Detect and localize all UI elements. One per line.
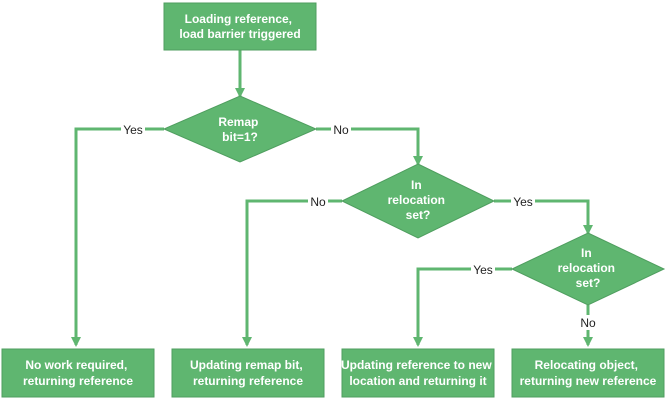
decision-relocation-1-line-1: In (411, 178, 422, 192)
label-reloc2-yes: Yes (473, 263, 493, 277)
decision-remap: Remap bit=1? (162, 95, 318, 163)
decision-relocation-2: In relocation set? (510, 232, 666, 306)
node-no-work: No work required, returning reference (1, 348, 155, 398)
edge-reloc1-no-to-update-remap (242, 199, 342, 347)
edge-labels: Yes No No Yes Yes No (121, 122, 598, 330)
decision-relocation-1: In relocation set? (340, 163, 496, 239)
edge-reloc2-yes-to-update-reference (413, 267, 512, 347)
node-update-remap-line-2: returning reference (193, 374, 303, 388)
decision-relocation-2-line-3: set? (576, 276, 601, 290)
label-reloc1-no: No (310, 195, 326, 209)
decision-remap-line-2: bit=1? (222, 130, 258, 144)
node-relocate-object-line-1: Relocating object, (535, 358, 638, 372)
node-start-line-1: Loading reference, (185, 12, 292, 26)
node-no-work-line-2: returning reference (23, 374, 133, 388)
svg-text:Remap bit=1?: Remap bit=1? (218, 115, 261, 144)
decision-relocation-2-line-1: In (581, 246, 592, 260)
edge-remap-yes-to-no-work (71, 127, 164, 347)
node-relocate-object: Relocating object, returning new referen… (511, 348, 665, 398)
svg-text:Relocating object, retur: Relocating object, returning new referen… (520, 358, 657, 388)
svg-text:Loading reference, load: Loading reference, load barrier triggere… (179, 12, 300, 41)
node-start-line-2: load barrier triggered (179, 27, 300, 41)
node-update-reference-line-2: location and returning it (349, 374, 486, 388)
svg-text:Updating reference to new: Updating reference to new location and r… (341, 358, 495, 388)
node-start: Loading reference, load barrier triggere… (163, 2, 317, 51)
label-remap-no: No (333, 123, 349, 137)
label-remap-yes: Yes (123, 123, 143, 137)
node-no-work-line-1: No work required, (25, 358, 127, 372)
label-reloc2-no: No (580, 316, 596, 330)
svg-text:Updating remap bit, retu: Updating remap bit, returning reference (190, 358, 306, 388)
decision-relocation-2-line-2: relocation (558, 261, 615, 275)
svg-text:No work required, return: No work required, returning reference (23, 358, 133, 388)
decision-relocation-1-line-2: relocation (388, 193, 445, 207)
node-update-reference: Updating reference to new location and r… (341, 348, 495, 398)
node-update-reference-line-1: Updating reference to new (341, 358, 492, 372)
svg-text:In relocation set?: In relocation set? (388, 178, 449, 222)
node-update-remap-line-1: Updating remap bit, (190, 358, 303, 372)
node-update-remap: Updating remap bit, returning reference (171, 348, 325, 398)
decision-relocation-1-line-3: set? (406, 208, 431, 222)
decision-remap-line-1: Remap (218, 115, 258, 129)
label-reloc1-yes: Yes (513, 195, 533, 209)
node-relocate-object-line-2: returning new reference (520, 374, 657, 388)
svg-text:In relocation set?: In relocation set? (558, 246, 619, 290)
edge-reloc1-yes-to-reloc2 (494, 199, 593, 235)
